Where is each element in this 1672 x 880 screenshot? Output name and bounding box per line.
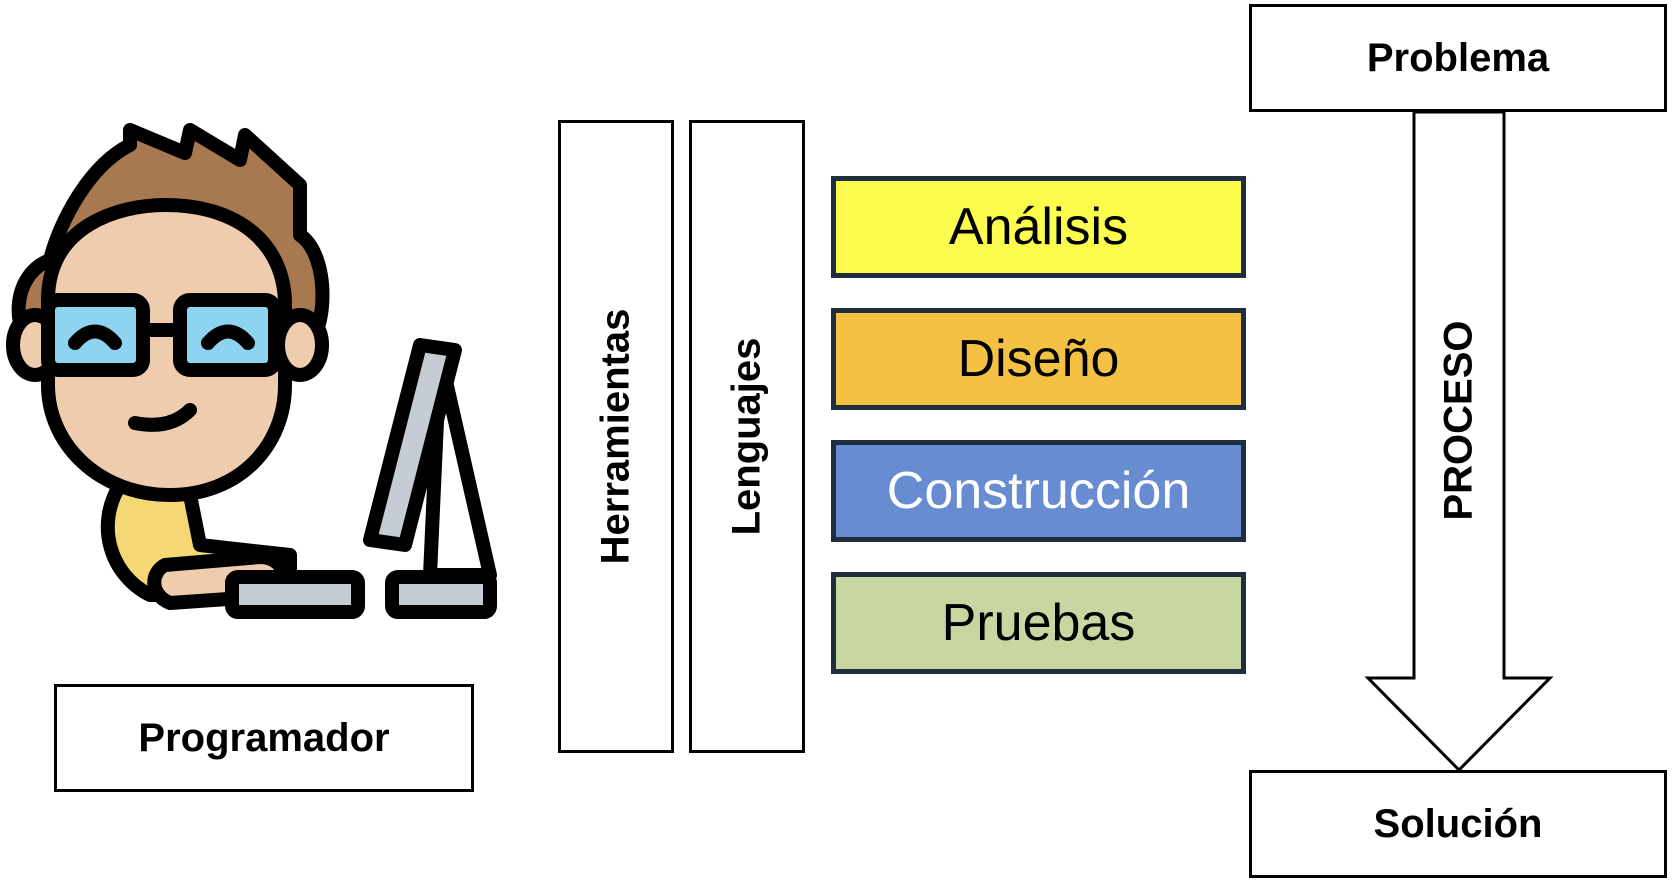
programmer-label: Programador — [138, 715, 390, 760]
solution-label: Solución — [1373, 801, 1543, 846]
phase-testing: Pruebas — [831, 572, 1246, 674]
problem-label: Problema — [1366, 35, 1550, 80]
phase-construction: Construcción — [831, 440, 1246, 542]
phase-design-label: Diseño — [957, 330, 1120, 388]
problem-box: Problema — [1249, 4, 1667, 112]
programmer-at-computer-icon — [6, 123, 497, 619]
process-label: PROCESO — [1436, 319, 1481, 521]
phase-testing-label: Pruebas — [941, 594, 1136, 652]
phase-design: Diseño — [831, 308, 1246, 410]
tools-column: Herramientas — [558, 120, 674, 753]
phase-analysis: Análisis — [831, 176, 1246, 278]
phase-analysis-label: Análisis — [948, 198, 1129, 256]
programmer-label-box: Programador — [54, 684, 474, 792]
languages-column: Lenguajes — [689, 120, 805, 753]
process-label-holder: PROCESO — [1414, 300, 1504, 540]
solution-box: Solución — [1249, 770, 1667, 878]
phase-construction-label: Construcción — [886, 462, 1191, 520]
